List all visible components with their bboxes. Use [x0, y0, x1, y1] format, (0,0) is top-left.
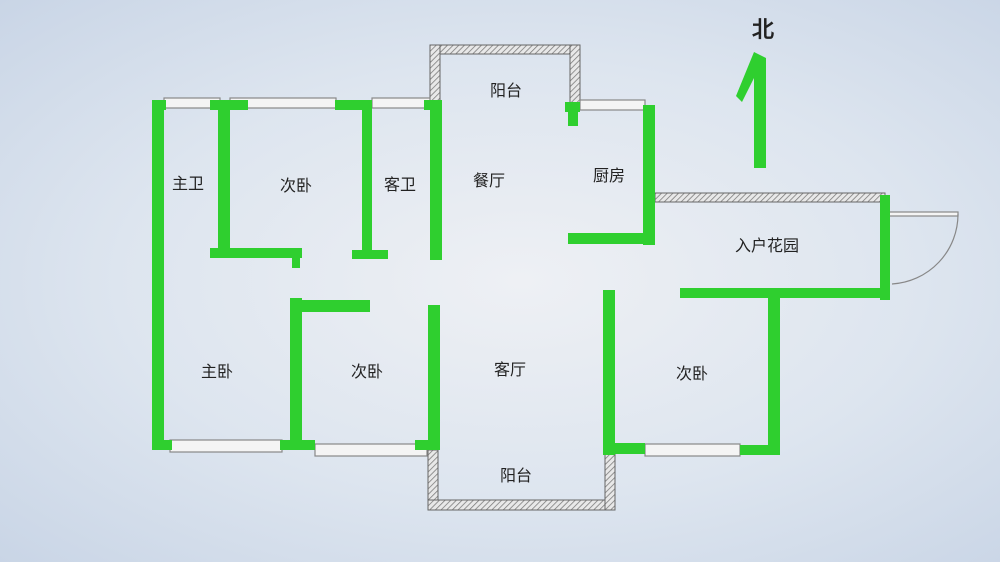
room-label-living: 客厅: [493, 360, 527, 379]
room-label-bedroom-east: 次卧: [675, 364, 709, 383]
north-arrow-icon: [736, 52, 766, 168]
room-label-bedroom-north: 次卧: [279, 176, 313, 195]
room-label-master-bedroom: 主卧: [200, 362, 234, 381]
room-label-guest-bath: 客卫: [383, 175, 417, 194]
north-label: 北: [751, 18, 775, 43]
room-label-entry-garden: 入户花园: [734, 236, 800, 255]
entry-door: [887, 211, 959, 285]
room-label-dining: 餐厅: [472, 171, 506, 190]
room-label-master-bath: 主卫: [171, 174, 205, 193]
walls: [152, 100, 890, 455]
room-label-bedroom-south: 次卧: [350, 362, 384, 381]
balcony-walls: [427, 44, 886, 511]
room-label-kitchen: 厨房: [592, 166, 626, 185]
room-label-balcony-south: 阳台: [499, 466, 533, 485]
room-label-balcony-north: 阳台: [489, 81, 523, 100]
